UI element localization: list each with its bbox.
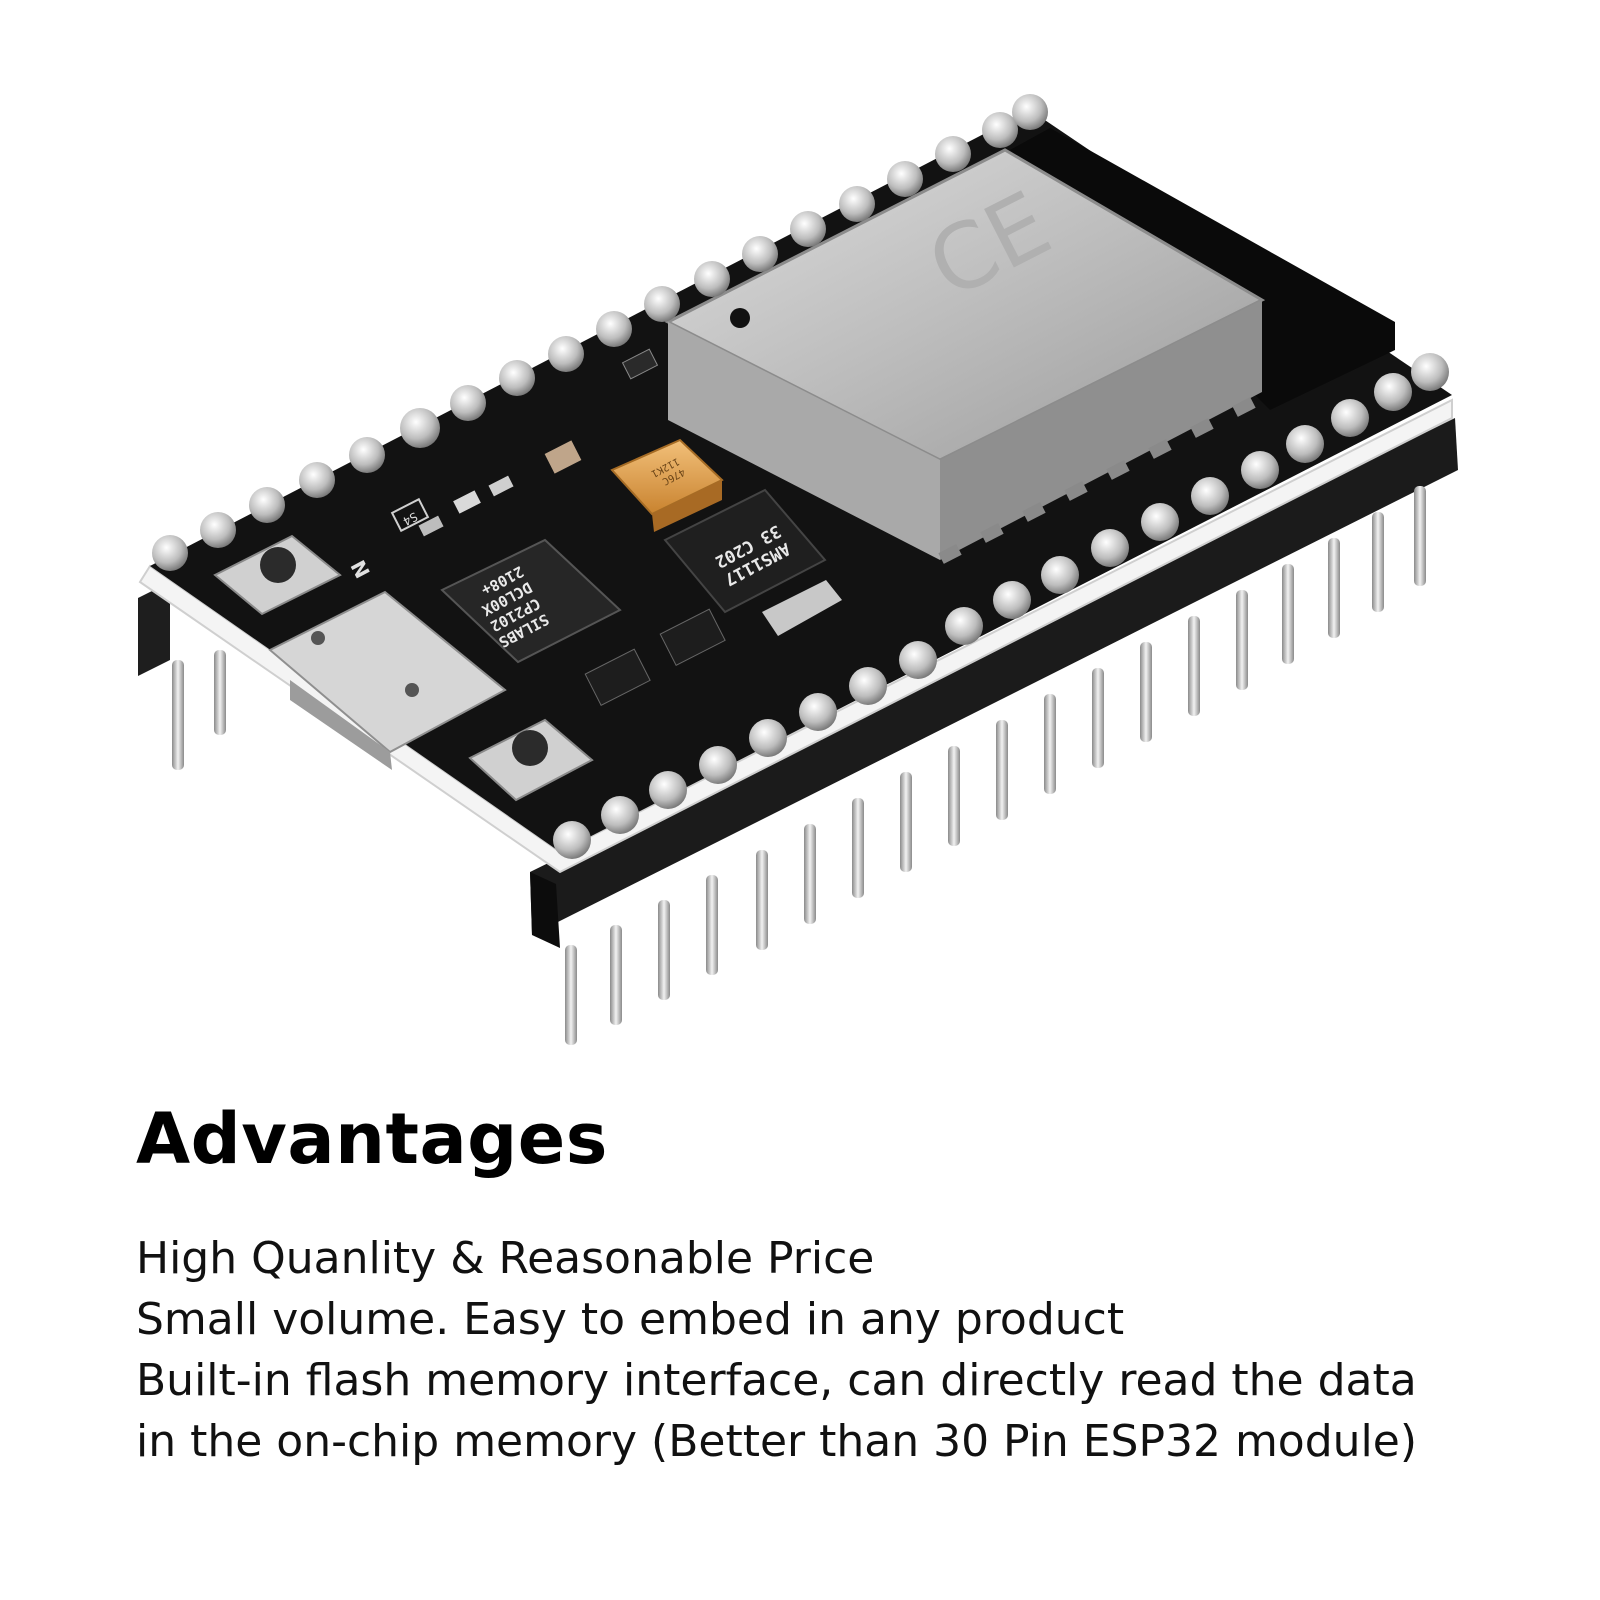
tantalum-capacitor: 476C 112K1 (610, 438, 724, 532)
usb-uart-chip: SILABS CP2102 DCL00X 2108+ (440, 538, 622, 664)
en-button (213, 534, 342, 616)
module-pads (938, 397, 1256, 564)
header-pins (565, 486, 1426, 1045)
product-photo: CE SILABS CP2 (138, 94, 1458, 1045)
top-edge-solder-pins (152, 94, 1048, 571)
feature-line: in the on-chip memory (Better than 30 Pi… (136, 1416, 1418, 1467)
feature-line: High Quanlity & Reasonable Price (136, 1233, 875, 1284)
feature-line: Built-in flash memory interface, can dir… (136, 1355, 1417, 1406)
feature-line: Small volume. Easy to embed in any produ… (136, 1294, 1125, 1345)
boot-button (468, 718, 594, 802)
switch-label: S4 (401, 509, 420, 528)
voltage-regulator: AMS1117 33 C202 (663, 488, 842, 636)
page-heading: Advantages (136, 1098, 608, 1180)
micro-usb-port (268, 590, 507, 770)
bottom-pin-header (530, 418, 1458, 948)
bottom-edge-solder-pins (553, 353, 1449, 859)
smd-components: S4 N (345, 348, 726, 706)
esp32-shield: CE (664, 148, 1266, 560)
feature-list: High Quanlity & Reasonable Price Small v… (136, 1228, 1417, 1472)
left-pin-header (138, 582, 226, 770)
